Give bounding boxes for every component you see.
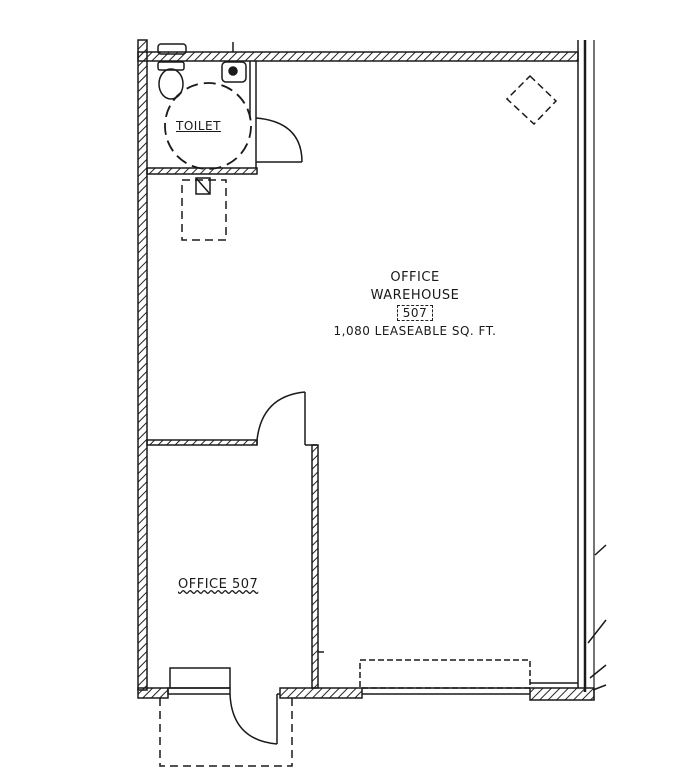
- top-wall: [137, 51, 579, 62]
- left-wall: [137, 39, 148, 691]
- unit-number-tag: 507: [300, 305, 530, 321]
- entry-door: [169, 667, 280, 745]
- unit-number-text: 507: [396, 305, 434, 321]
- toilet-fixture: [157, 43, 187, 100]
- diamond-marker: [505, 74, 558, 126]
- right-side-marks: [587, 544, 607, 691]
- turning-circle: [164, 82, 252, 170]
- office-door: [256, 391, 306, 441]
- toilet-room-walls: [146, 61, 258, 175]
- leaseable-area-label: 1,080 LEASEABLE SQ. FT.: [333, 324, 497, 338]
- water-heater: [181, 177, 227, 241]
- overhead-door: [359, 659, 531, 689]
- office-warehouse-label-line2: WAREHOUSE: [370, 288, 460, 303]
- office-partition: [146, 392, 319, 689]
- toilet-label: TOILET: [176, 119, 221, 133]
- sink-fixture: [221, 42, 247, 83]
- office-warehouse-label-line1: OFFICE: [390, 270, 440, 285]
- bottom-wall: [137, 682, 595, 701]
- toilet-door: [255, 117, 303, 168]
- office-room-label: OFFICE 507: [178, 577, 259, 592]
- entry-stoop: [159, 698, 293, 767]
- right-wall: [577, 40, 595, 700]
